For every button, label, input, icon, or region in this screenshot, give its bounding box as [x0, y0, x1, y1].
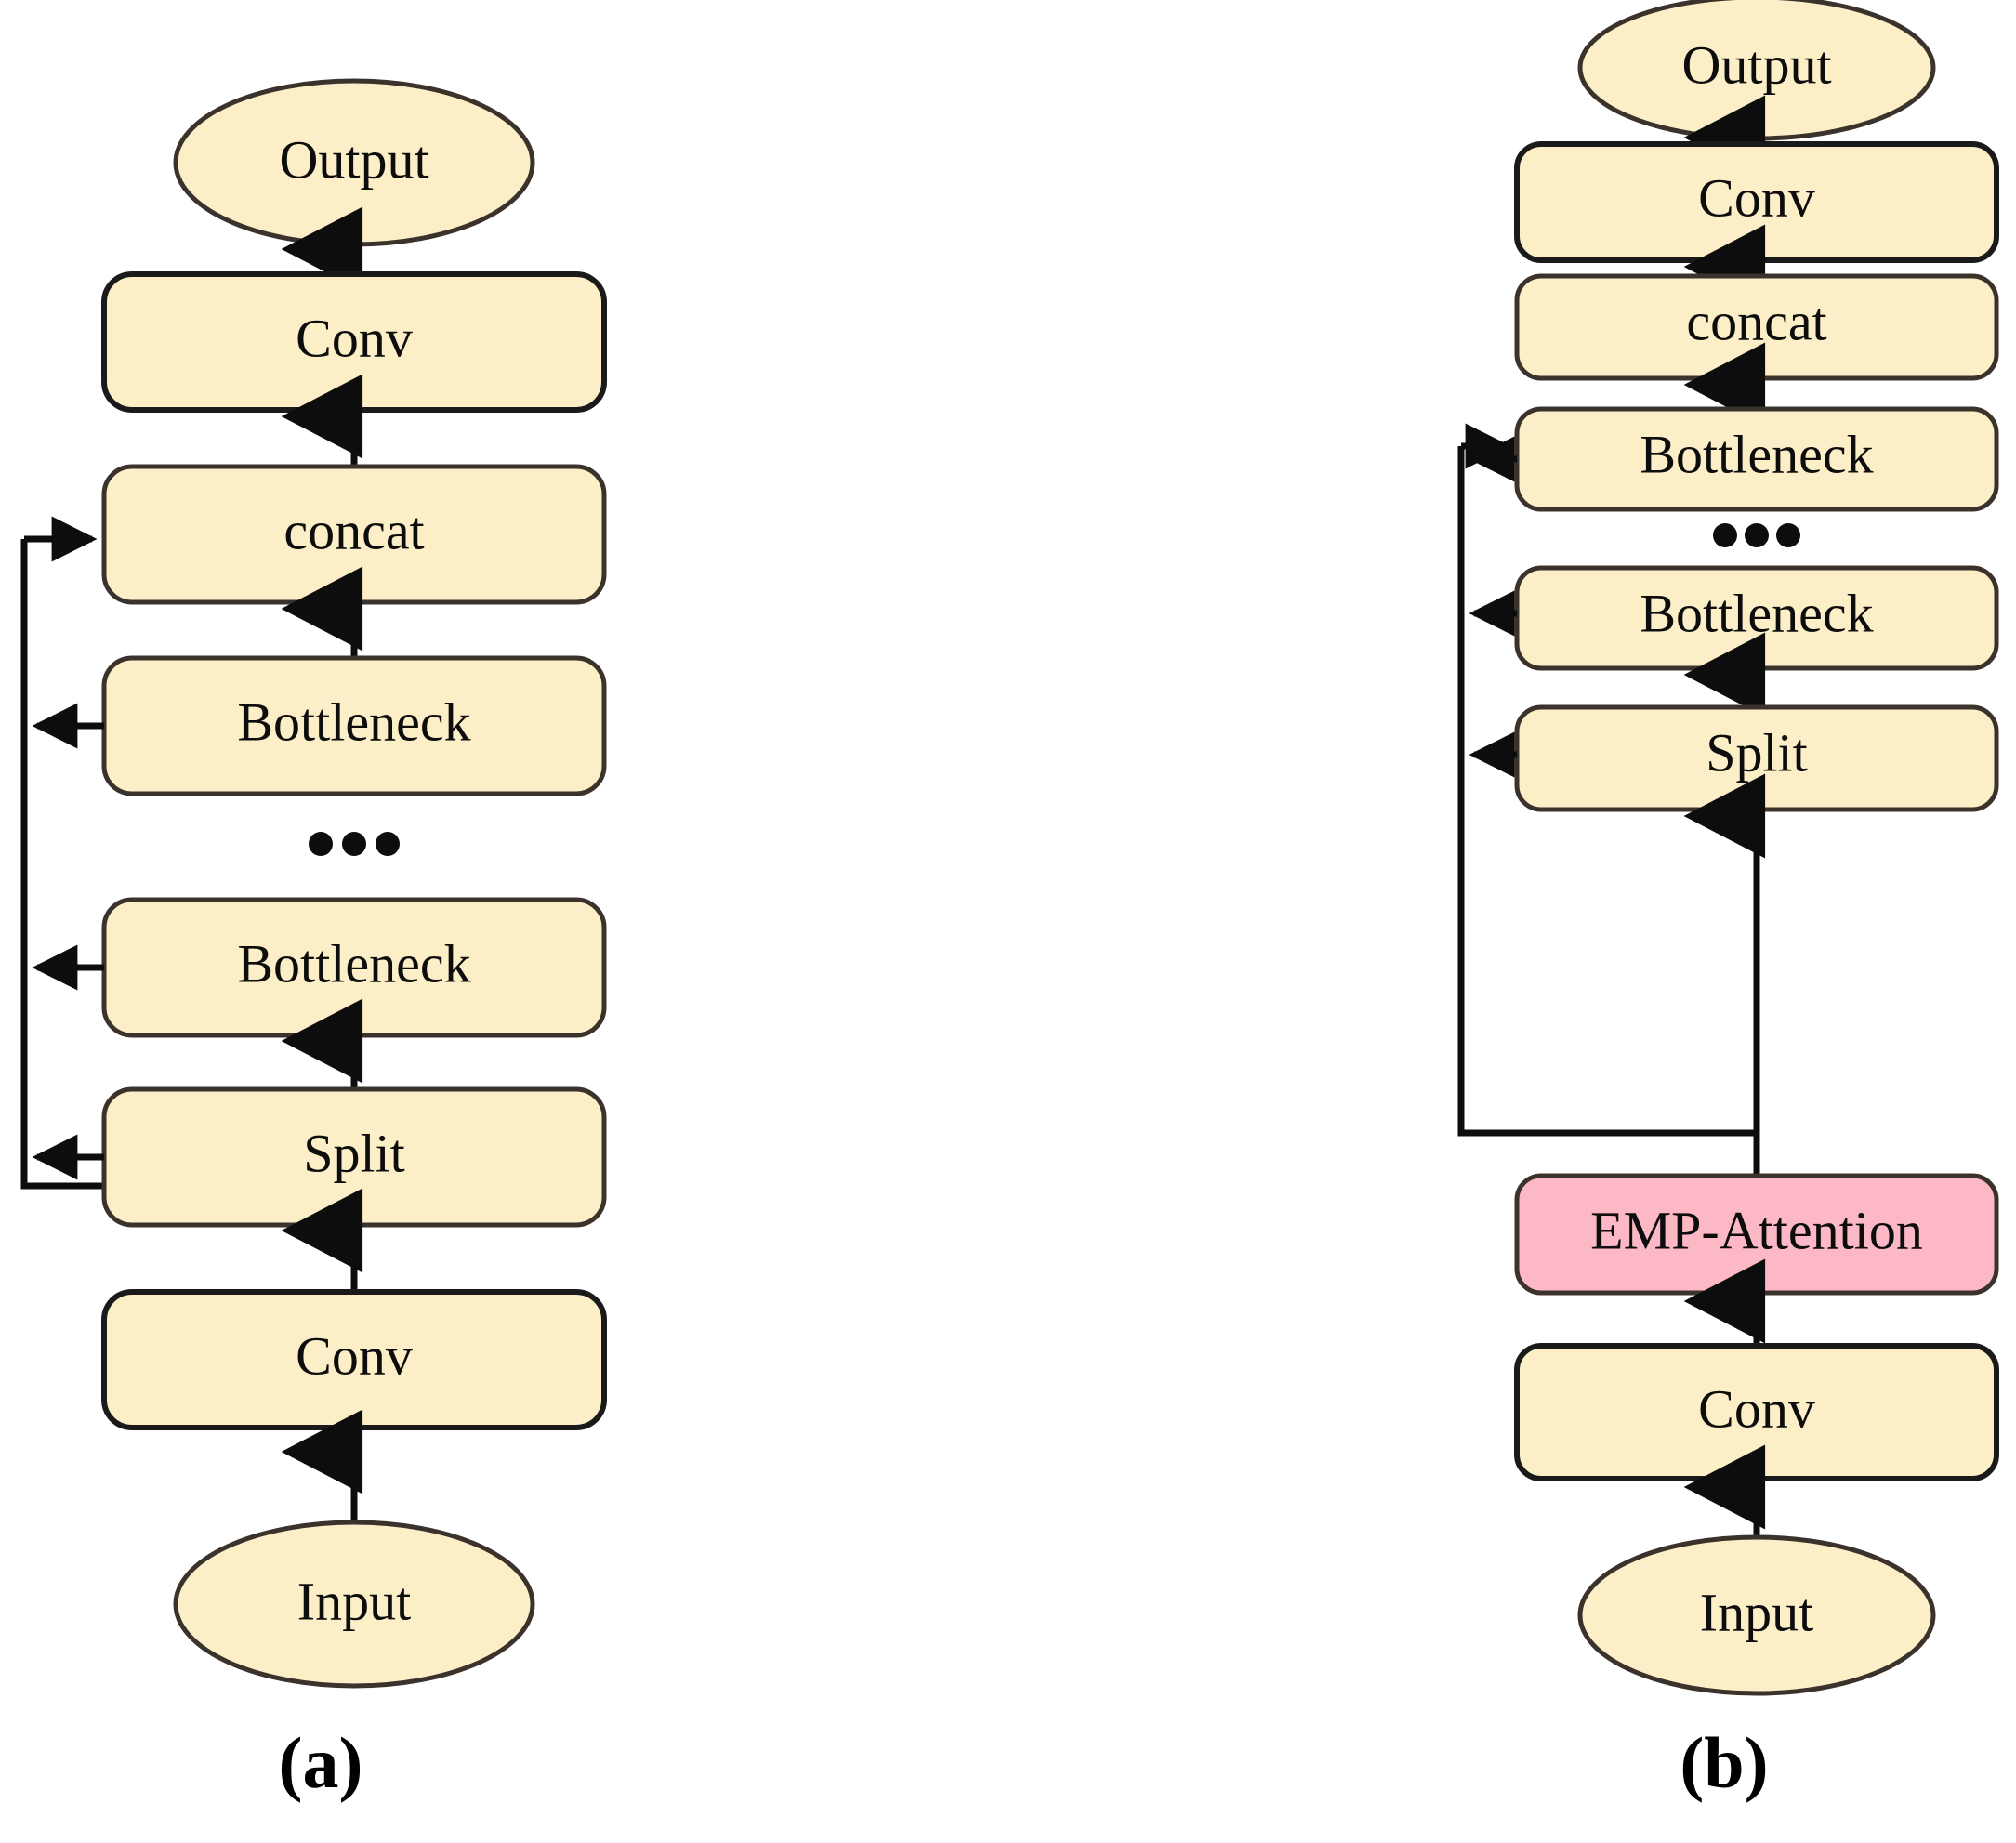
panel-a: Output Conv concat Bottleneck [20, 78, 607, 1803]
node-b-bottleneck-2-label: Bottleneck [1640, 583, 1873, 643]
node-a-input[interactable]: Input [173, 1520, 535, 1689]
panel-b-caption: (b) [1680, 1722, 1768, 1803]
node-b-concat[interactable]: concat [1514, 273, 1999, 381]
node-b-output-label: Output [1681, 34, 1831, 95]
node-b-emp-attention[interactable]: EMP-Attention [1514, 1173, 1999, 1296]
node-a-output[interactable]: Output [173, 78, 535, 247]
node-a-conv-top-label: Conv [296, 308, 413, 368]
node-a-conv-bottom-label: Conv [296, 1325, 413, 1386]
node-a-bottleneck-1-label: Bottleneck [237, 691, 470, 752]
node-b-ellipsis [1713, 523, 1800, 547]
node-a-bottleneck-1[interactable]: Bottleneck [32, 655, 607, 796]
node-b-split-label: Split [1706, 722, 1808, 783]
node-b-emp-attention-label: EMP-Attention [1590, 1200, 1923, 1260]
node-a-conv-bottom[interactable]: Conv [101, 1289, 607, 1430]
node-a-output-label: Output [279, 129, 428, 190]
node-b-conv-bottom-label: Conv [1698, 1378, 1815, 1439]
node-b-bottleneck-1-label: Bottleneck [1640, 424, 1873, 484]
node-a-input-label: Input [297, 1571, 411, 1631]
node-b-conv-top[interactable]: Conv [1514, 141, 1999, 263]
node-b-bottleneck-1[interactable]: Bottleneck [1469, 406, 1999, 512]
node-a-concat-label: concat [283, 500, 424, 560]
node-a-concat[interactable]: concat [101, 464, 607, 605]
node-b-input[interactable]: Input [1577, 1534, 1936, 1696]
node-a-split[interactable]: Split [32, 1086, 607, 1228]
node-b-output[interactable]: Output [1577, 0, 1936, 141]
node-a-bottleneck-2-label: Bottleneck [237, 933, 470, 994]
skip-bus-path-b [1457, 446, 1757, 1137]
node-b-bottleneck-2[interactable]: Bottleneck [1469, 565, 1999, 671]
node-a-conv-top[interactable]: Conv [101, 271, 607, 413]
panel-a-caption: (a) [279, 1722, 363, 1803]
node-b-split[interactable]: Split [1469, 704, 1999, 812]
node-b-conv-bottom[interactable]: Conv [1514, 1343, 1999, 1481]
node-b-concat-label: concat [1686, 291, 1826, 351]
panel-b: Output Conv concat Bottleneck [1457, 0, 1999, 1803]
node-a-ellipsis [309, 832, 400, 856]
node-b-conv-top-label: Conv [1698, 167, 1815, 228]
node-b-input-label: Input [1700, 1582, 1813, 1642]
node-a-split-label: Split [303, 1123, 405, 1183]
node-a-bottleneck-2[interactable]: Bottleneck [32, 897, 607, 1038]
